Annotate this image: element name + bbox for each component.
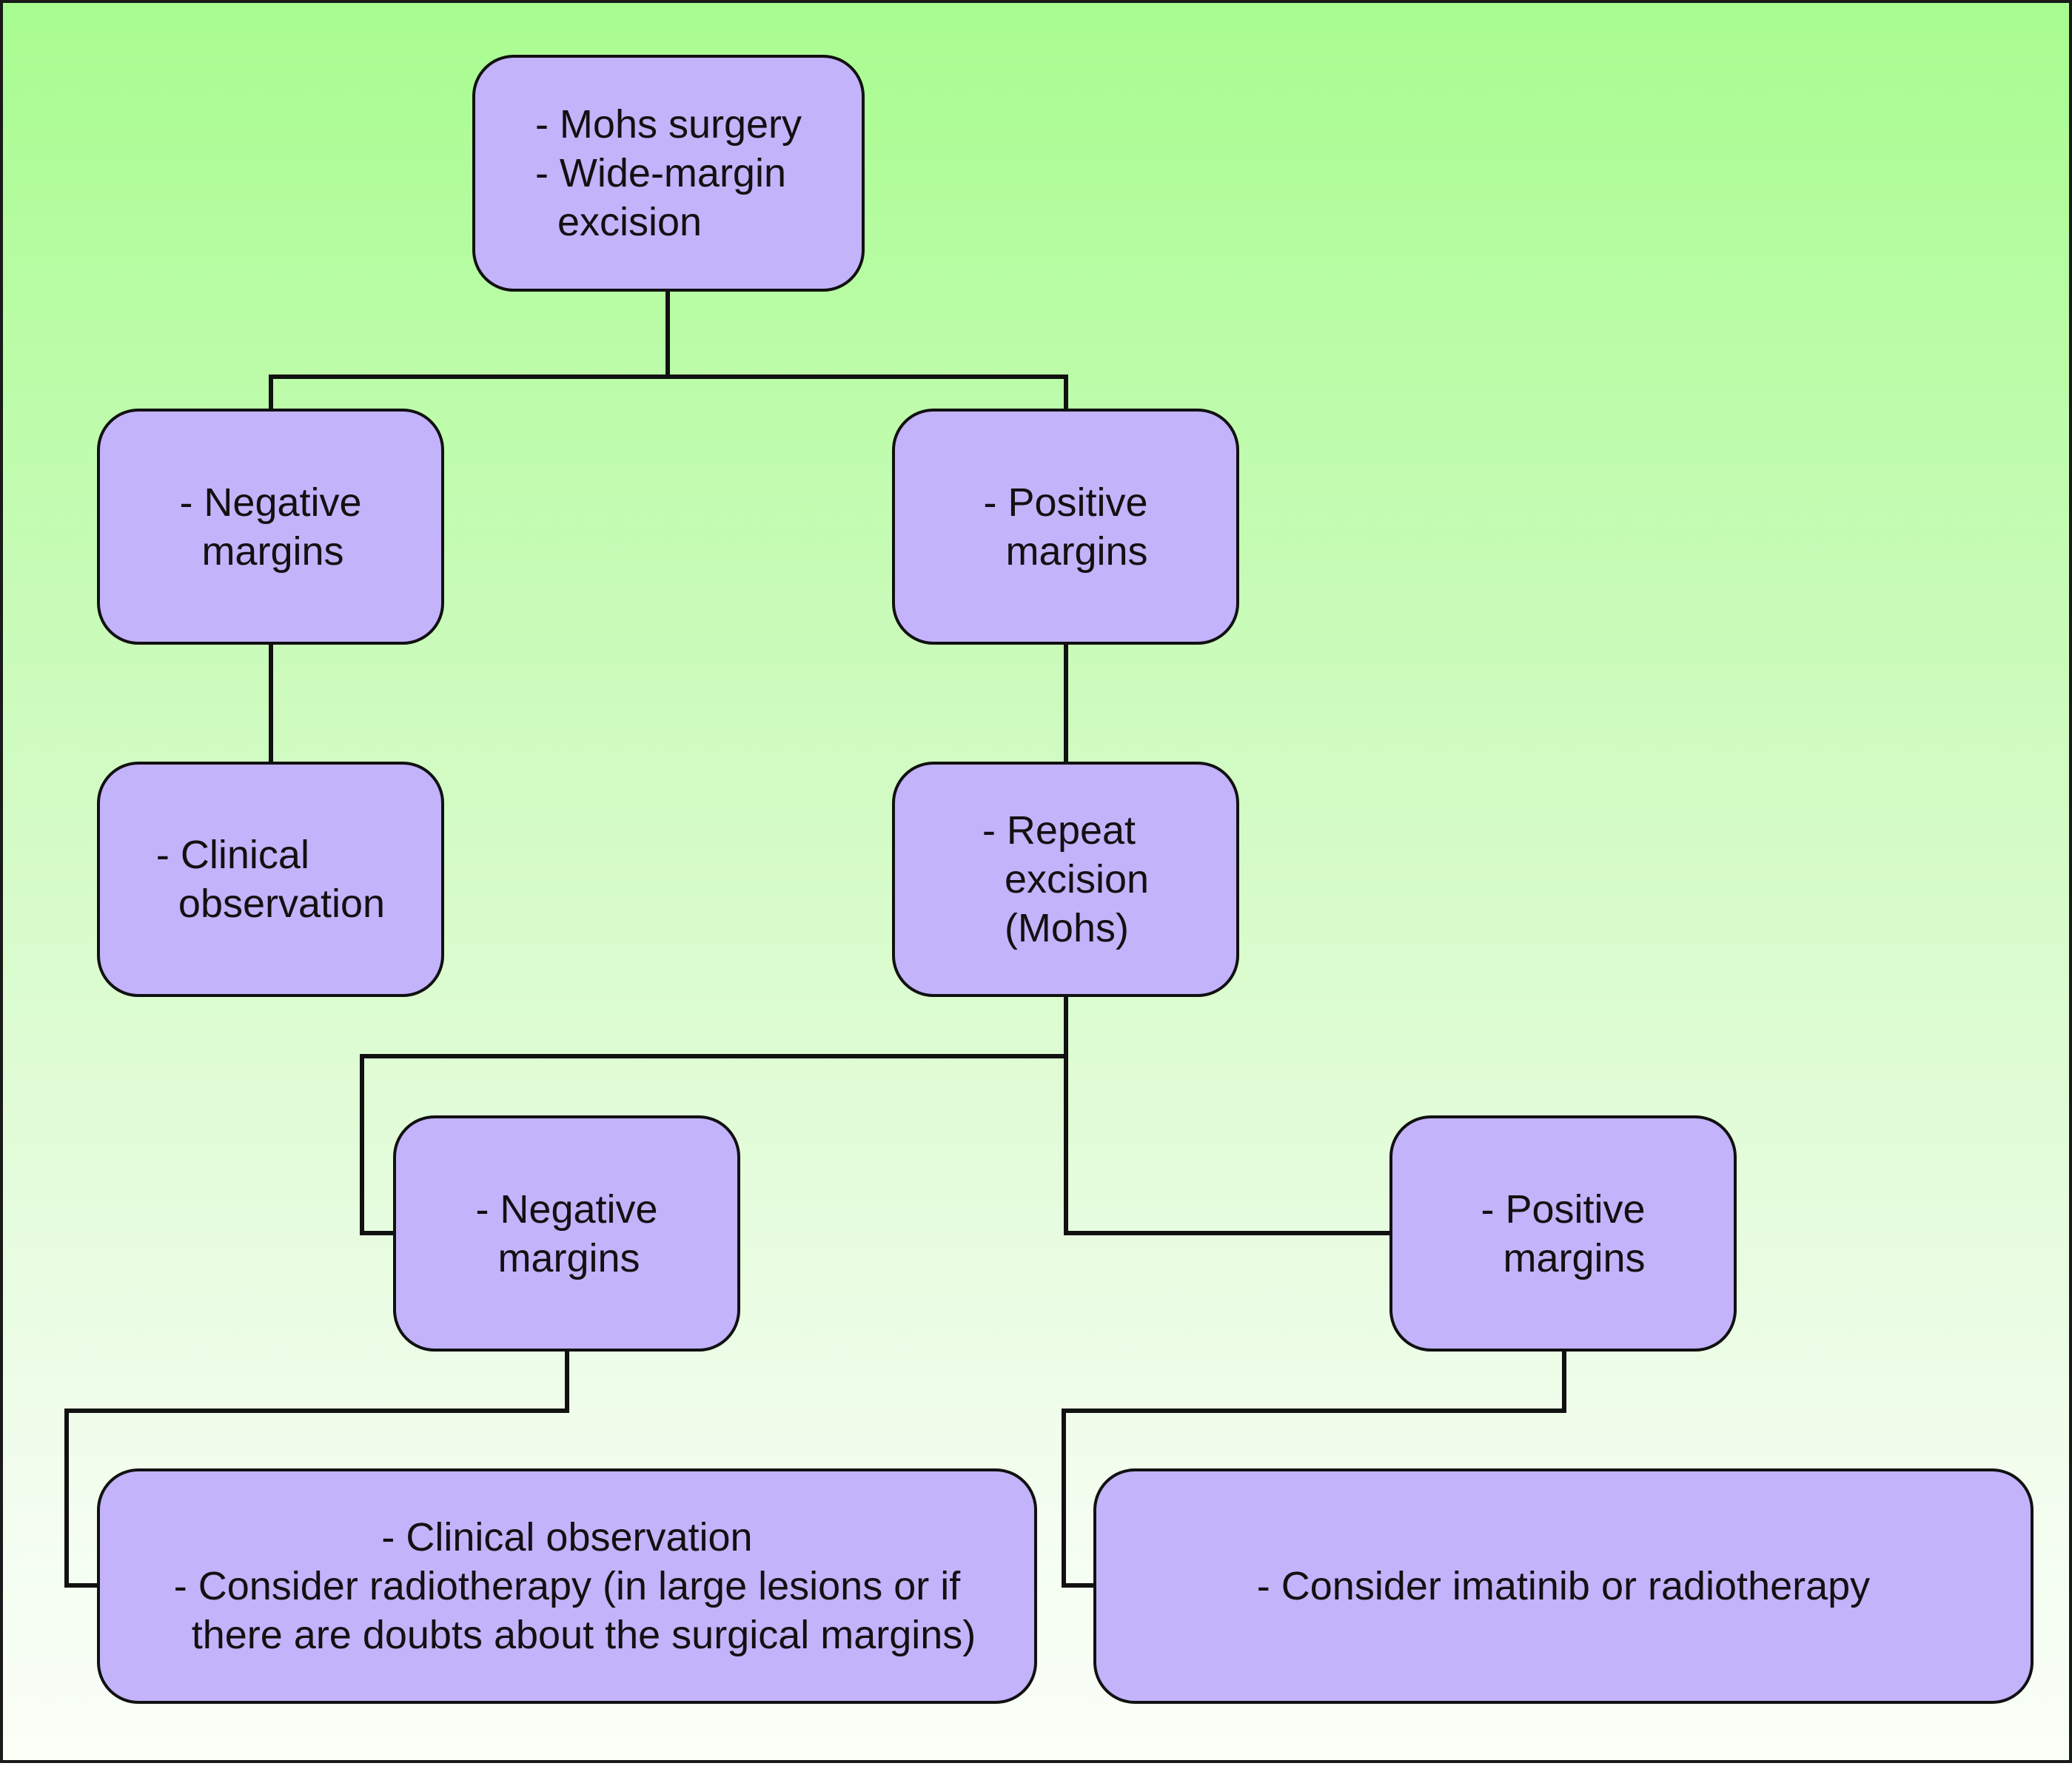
- node-negative-margins-1: - Negative margins: [97, 409, 444, 645]
- node-final-left: - Clinical observation - Consider radiot…: [97, 1468, 1037, 1704]
- node-clinical-observation-1: - Clinical observation: [97, 762, 444, 997]
- connector-pos2-final-right: [1062, 1349, 1566, 1588]
- node-final-right: - Consider imatinib or radiotherapy: [1093, 1468, 2034, 1704]
- node-initial-treatment-text: - Mohs surgery - Wide-margin excision: [534, 102, 802, 244]
- connector-neg2-final-left: [64, 1349, 569, 1588]
- node-repeat-excision: - Repeat excision (Mohs): [892, 762, 1239, 997]
- node-final-right-text: - Consider imatinib or radiotherapy: [1256, 1564, 1871, 1608]
- node-initial-treatment: - Mohs surgery - Wide-margin excision: [472, 55, 865, 292]
- connector-lines: [64, 289, 1566, 1588]
- node-positive-margins-2: - Positive margins: [1389, 1115, 1737, 1352]
- node-clinical-observation-1-text: - Clinical observation: [155, 833, 386, 926]
- node-positive-margins-1: - Positive margins: [892, 409, 1239, 645]
- connector-repeat-split: [360, 995, 1392, 1235]
- node-positive-margins-1-text: - Positive margins: [983, 480, 1148, 574]
- node-positive-margins-2-text: - Positive margins: [1481, 1186, 1646, 1280]
- node-negative-margins-2: - Negative margins: [393, 1115, 740, 1352]
- node-final-left-text: - Clinical observation - Consider radiot…: [173, 1515, 976, 1657]
- connector-root-split: [269, 289, 1068, 411]
- node-repeat-excision-text: - Repeat excision (Mohs): [982, 808, 1150, 950]
- node-negative-margins-1-text: - Negative margins: [179, 480, 362, 574]
- node-negative-margins-2-text: - Negative margins: [475, 1186, 658, 1280]
